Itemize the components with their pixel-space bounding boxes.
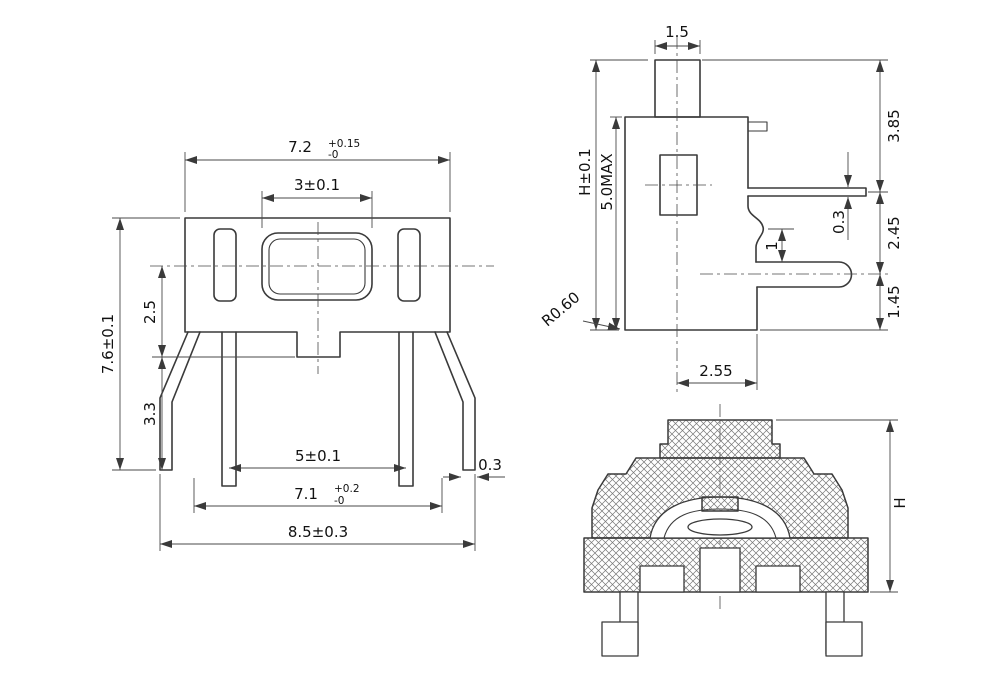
side-view: 1.5 H±0.1 5.0MAX 3.85 2.45 1.45 0.3 1 2.… xyxy=(538,23,903,392)
bracket-plate xyxy=(747,187,867,197)
base-center-post xyxy=(699,547,741,593)
dim-corner-radius-label: R0.60 xyxy=(538,288,583,330)
dim-bend-offset-label: 1 xyxy=(763,241,781,251)
base-notch-left xyxy=(639,565,685,593)
dim-lead-width-label: 0.3 xyxy=(478,456,502,474)
dim-lead-spacing-label: 5±0.1 xyxy=(295,447,341,465)
dome-center-knob xyxy=(701,496,739,512)
section-view: H xyxy=(583,404,909,657)
lead-inner-right xyxy=(398,331,414,487)
slot-right xyxy=(397,228,421,302)
lead-outer-left xyxy=(159,331,201,471)
terminal-pin xyxy=(755,261,853,288)
body-profile xyxy=(624,116,758,331)
dim-overall-width-label: 8.5±0.3 xyxy=(288,523,348,541)
terminal-bend xyxy=(747,195,765,263)
dim-center-to-base-label: 2.5 xyxy=(141,300,159,324)
front-view: 7.2 +0.15 -0 3±0.1 7.6±0.1 2.5 3.3 5±0.1… xyxy=(99,138,505,551)
button-inner xyxy=(268,238,366,295)
dim-section-height-label: H xyxy=(891,497,909,508)
lead-outer-right xyxy=(434,331,476,471)
dim-bracket-to-pin-label: 2.45 xyxy=(885,216,903,249)
dim-overall-height-label: H±0.1 xyxy=(576,148,594,196)
dim-button-width-label: 3±0.1 xyxy=(294,176,340,194)
dim-top-width-label: 7.2 xyxy=(288,138,312,156)
foot-left xyxy=(601,621,639,657)
dim-lead-span-tol-dn: -0 xyxy=(334,495,344,507)
dim-base-to-leg-label: 3.3 xyxy=(141,402,159,426)
dim-top-width-tol-dn: -0 xyxy=(328,149,338,161)
dim-top-width-tol-up: +0.15 xyxy=(328,138,360,150)
dim-base-depth-label: 2.55 xyxy=(699,362,732,380)
dim-bracket-thickness-label: 0.3 xyxy=(830,210,848,234)
plunger-section xyxy=(659,419,781,459)
dim-top-to-bracket-label: 3.85 xyxy=(885,109,903,142)
dim-overall-height-label: 7.6±0.1 xyxy=(99,314,117,374)
leader-arrow xyxy=(582,320,621,331)
base-notch-right xyxy=(755,565,801,593)
dim-lead-span-tol-up: +0.2 xyxy=(334,483,360,495)
button-outer xyxy=(261,232,373,301)
slot-left xyxy=(213,228,237,302)
dim-lead-span-label: 7.1 xyxy=(294,485,318,503)
lead-inner-left xyxy=(221,331,237,487)
stem xyxy=(654,59,701,118)
dim-stem-width-label: 1.5 xyxy=(665,23,689,41)
contact-dome-top xyxy=(687,518,753,536)
top-flange xyxy=(748,121,768,132)
foot-right xyxy=(825,621,863,657)
dim-height-max-label: 5.0MAX xyxy=(598,153,616,210)
dim-pin-to-bottom-label: 1.45 xyxy=(885,285,903,318)
